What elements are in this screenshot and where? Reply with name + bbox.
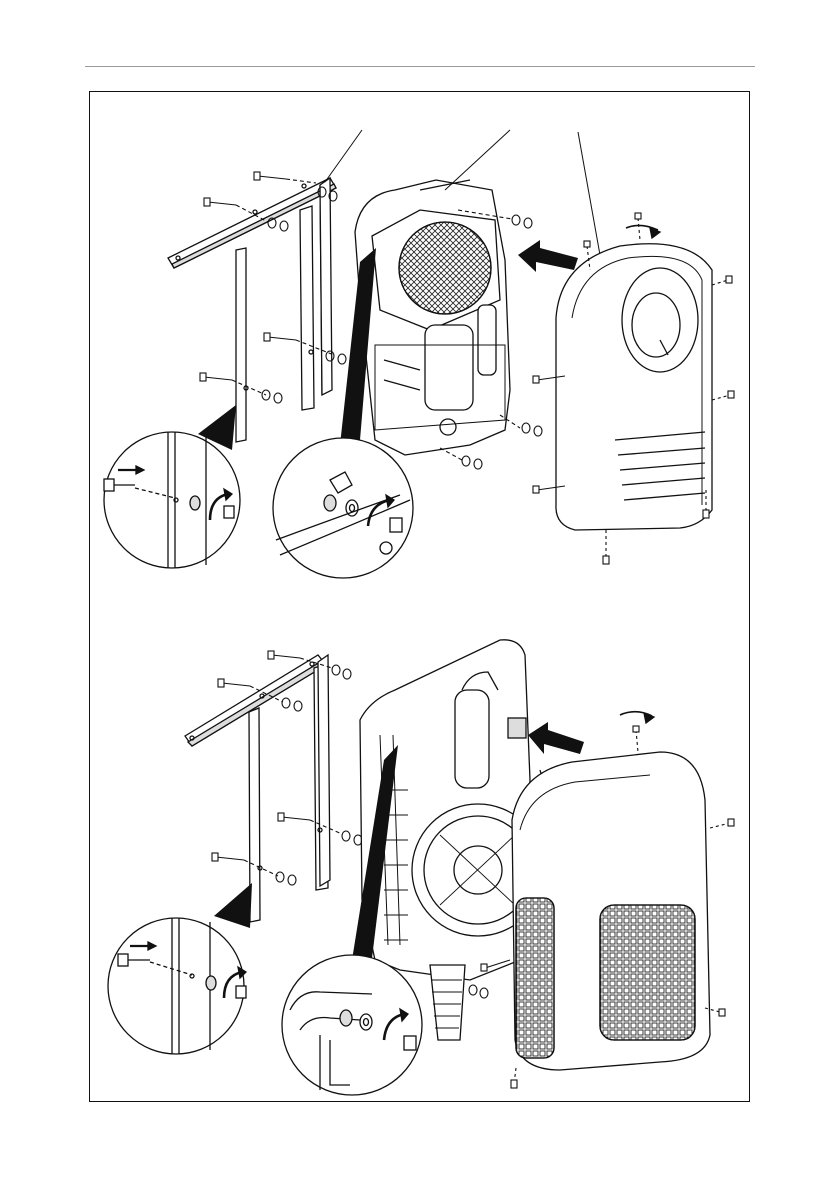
unit-chassis	[355, 180, 510, 455]
front-cover	[556, 225, 712, 530]
mounting-frame-top	[168, 178, 336, 442]
drain-hose	[430, 965, 465, 1040]
lower-panel	[108, 640, 734, 1095]
upper-panel	[104, 130, 734, 578]
mounting-frame-bottom	[185, 655, 330, 922]
front-cover-rear	[512, 712, 710, 1070]
detail-circle-frame-screw	[104, 405, 240, 568]
push-arrow-icon	[518, 240, 578, 272]
detail-circle-frame-screw-lower	[108, 883, 252, 1054]
push-arrow-icon	[528, 722, 584, 754]
